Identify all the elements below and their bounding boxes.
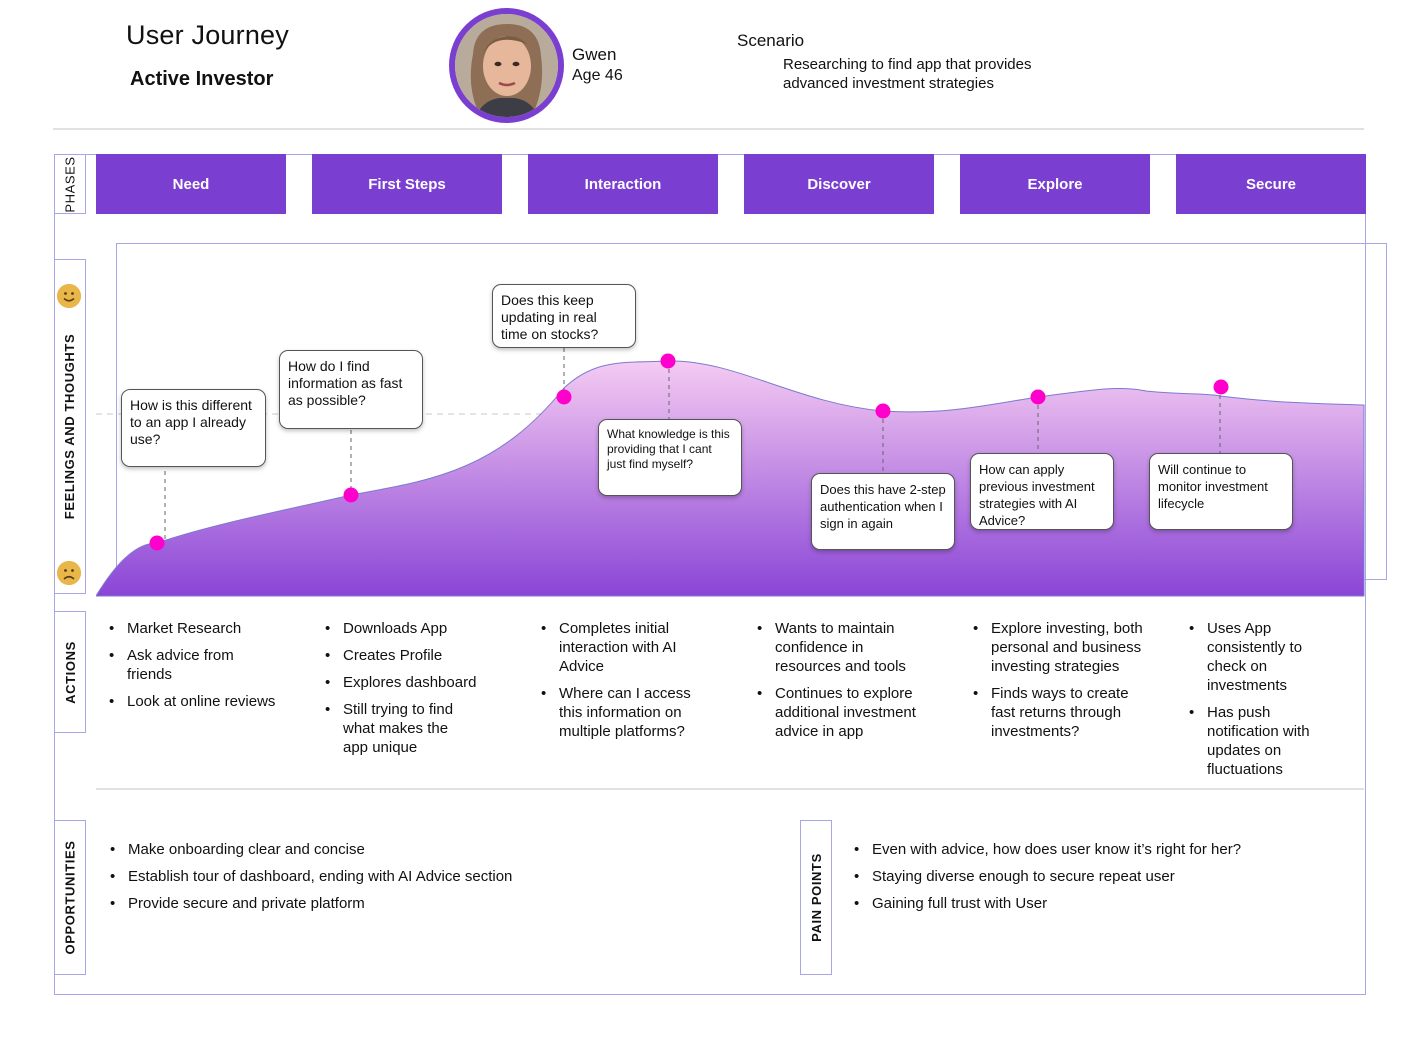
actions-explore: Explore investing, both personal and bus… (973, 619, 1143, 749)
feelings-row-label: FEELINGS AND THOUGHTS (54, 259, 86, 594)
list-item: Continues to explore additional investme… (757, 684, 927, 741)
touchpoint-marker (1030, 389, 1046, 405)
actions-need: Market Research Ask advice from friends … (109, 619, 279, 719)
touchpoint-marker (556, 389, 572, 405)
list-item: Even with advice, how does user know it’… (854, 840, 1354, 859)
pain-points-row-label: PAIN POINTS (800, 820, 832, 975)
list-item: Finds ways to create fast returns throug… (973, 684, 1143, 741)
touchpoint-marker (660, 353, 676, 369)
list-item: Explores dashboard (325, 673, 495, 692)
list-item: Gaining full trust with User (854, 894, 1354, 913)
thought-bubble-1: How is this different to an app I alread… (121, 389, 266, 467)
phase-discover: Discover (744, 154, 934, 214)
scenario-label: Scenario (737, 31, 805, 50)
happy-face-icon (57, 284, 81, 308)
actions-first-steps: Downloads App Creates Profile Explores d… (325, 619, 495, 765)
touchpoint-marker (1213, 379, 1229, 395)
actions-row-label: ACTIONS (54, 611, 86, 733)
persona-avatar (449, 8, 564, 123)
thought-bubble-3: Does this keep updating in real time on … (492, 284, 636, 348)
phases-row-label: PHASES (54, 154, 86, 214)
list-item: Explore investing, both personal and bus… (973, 619, 1143, 676)
persona-name: Gwen (572, 45, 617, 64)
thought-bubble-5: Does this have 2-step authentication whe… (811, 473, 955, 550)
phase-need: Need (96, 154, 286, 214)
list-item: Downloads App (325, 619, 495, 638)
thought-bubble-2: How do I find information as fast as pos… (279, 350, 423, 429)
list-item: Market Research (109, 619, 279, 638)
list-item: Still trying to find what makes the app … (325, 700, 475, 757)
list-item: Uses App consistently to check on invest… (1189, 619, 1339, 695)
sad-face-icon (57, 561, 81, 585)
header-divider (53, 128, 1364, 130)
actions-discover: Wants to maintain confidence in resource… (757, 619, 927, 749)
list-item: Has push notification with updates on fl… (1189, 703, 1339, 779)
list-item: Where can I access this information on m… (541, 684, 711, 741)
list-item: Establish tour of dashboard, ending with… (110, 867, 710, 886)
list-item: Look at online reviews (109, 692, 279, 711)
list-item: Provide secure and private platform (110, 894, 710, 913)
opportunities-list: Make onboarding clear and concise Establ… (110, 840, 710, 921)
scenario-text: Researching to find app that provides ad… (783, 56, 1032, 92)
list-item: Wants to maintain confidence in resource… (757, 619, 927, 676)
actions-secure: Uses App consistently to check on invest… (1189, 619, 1339, 787)
section-divider (96, 788, 1364, 790)
phase-interaction: Interaction (528, 154, 718, 214)
thought-bubble-4: What knowledge is this providing that I … (598, 419, 742, 496)
actions-interaction: Completes initial interaction with AI Ad… (541, 619, 711, 749)
list-item: Completes initial interaction with AI Ad… (541, 619, 711, 676)
page-title: User Journey (126, 20, 289, 50)
persona-age: Age 46 (572, 67, 623, 84)
pain-points-list: Even with advice, how does user know it’… (854, 840, 1354, 921)
thought-bubble-6: How can apply previous investment strate… (970, 453, 1114, 530)
touchpoint-marker (343, 487, 359, 503)
list-item: Ask advice from friends (109, 646, 279, 684)
list-item: Staying diverse enough to secure repeat … (854, 867, 1354, 886)
phase-explore: Explore (960, 154, 1150, 214)
page-subtitle: Active Investor (130, 68, 274, 90)
list-item: Creates Profile (325, 646, 495, 665)
phase-first-steps: First Steps (312, 154, 502, 214)
persona-photo (455, 14, 558, 117)
touchpoint-marker (875, 403, 891, 419)
thought-bubble-7: Will continue to monitor investment life… (1149, 453, 1293, 530)
phase-secure: Secure (1176, 154, 1366, 214)
opportunities-row-label: OPPORTUNITIES (54, 820, 86, 975)
list-item: Make onboarding clear and concise (110, 840, 710, 859)
touchpoint-marker (149, 535, 165, 551)
